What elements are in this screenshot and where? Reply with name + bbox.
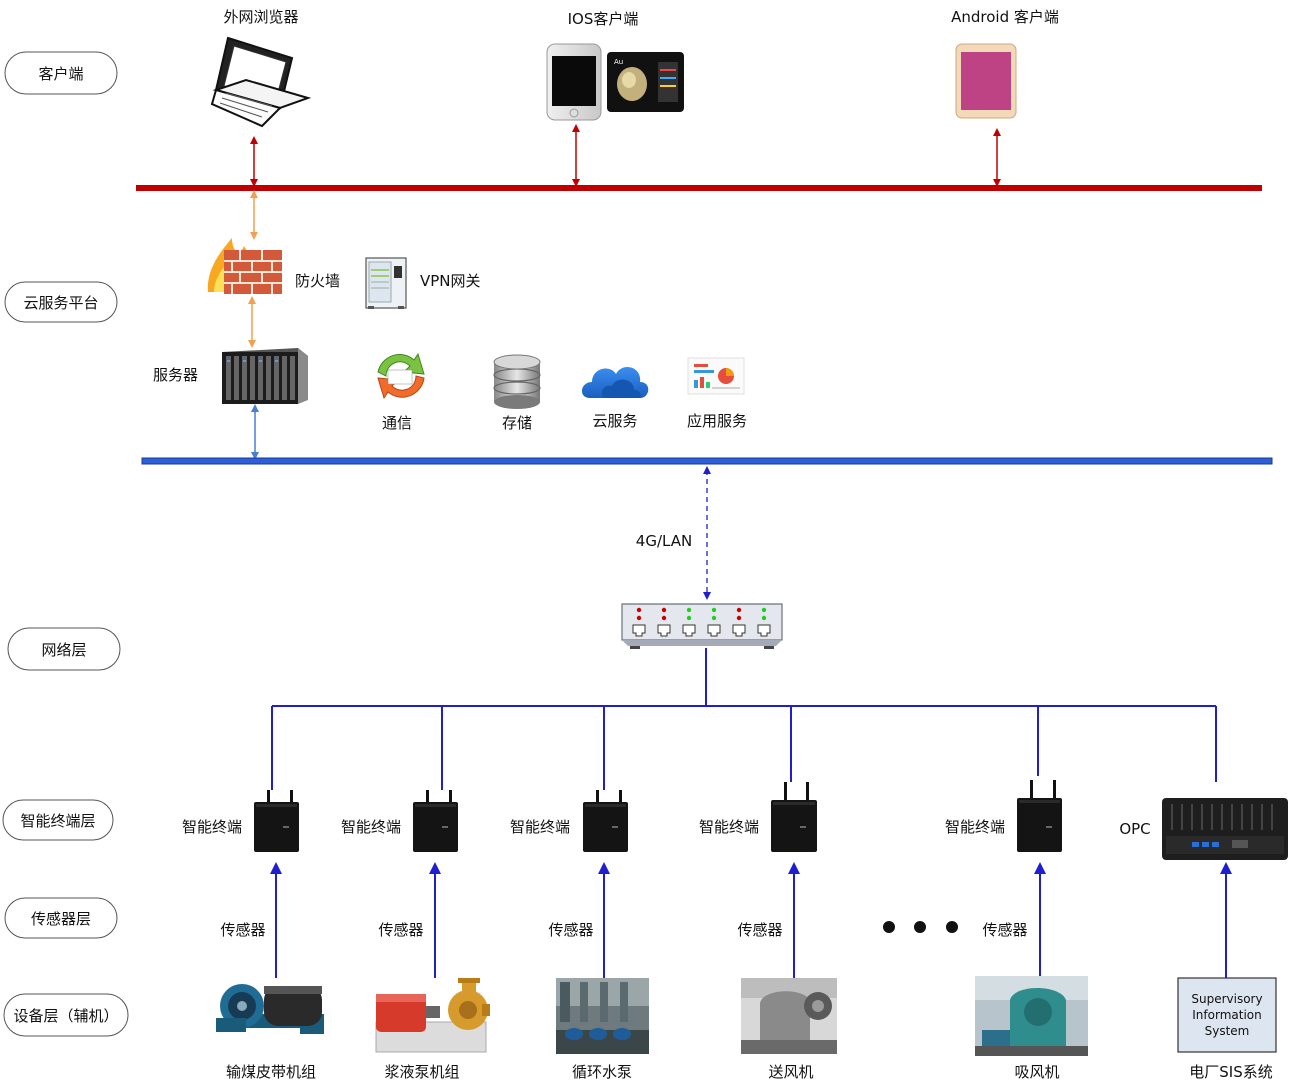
circulating-pump-image — [556, 978, 649, 1054]
sync-icon — [377, 352, 425, 400]
equipment-label: 吸风机 — [1014, 1063, 1059, 1081]
smart-terminal-5: 智能终端 — [945, 780, 1062, 852]
sensor-arrows — [270, 862, 1232, 978]
terminal-label: 智能终端 — [945, 818, 1005, 836]
database-icon — [493, 354, 541, 409]
service-label-communication: 通信 — [382, 414, 412, 432]
layer-label-equipment: 设备层（辅机） — [13, 1007, 118, 1025]
network-switch-icon — [621, 603, 783, 649]
cloud-icon — [581, 367, 649, 398]
sensor-label: 传感器 — [378, 921, 423, 939]
layer-label-client: 客户端 — [38, 65, 83, 83]
server-label: 服务器 — [153, 366, 198, 384]
vpn-label: VPN网关 — [420, 272, 481, 290]
layer-label-network: 网络层 — [41, 641, 86, 659]
smart-terminal-2: 智能终端 — [341, 790, 458, 852]
terminal-label: 智能终端 — [341, 818, 401, 836]
smart-terminal-1: 智能终端 — [182, 790, 299, 852]
smart-terminal-icon — [254, 790, 299, 852]
firewall-label: 防火墙 — [295, 272, 340, 290]
link-label-4g-lan: 4G/LAN — [636, 532, 692, 550]
firewall-icon — [207, 238, 282, 294]
layer-pill-terminal: 智能终端层 — [2, 799, 114, 841]
smart-terminal-icon — [413, 790, 458, 852]
smart-terminal-icon — [583, 790, 628, 852]
terminal-label: 智能终端 — [699, 818, 759, 836]
network-tree — [271, 648, 1217, 790]
service-label-cloud: 云服务 — [592, 412, 637, 430]
smart-terminal-icon — [771, 782, 817, 852]
ellipsis-dots — [883, 921, 958, 933]
terminal-label: 智能终端 — [182, 818, 242, 836]
client-label-android: Android 客户端 — [951, 8, 1059, 26]
cloud-bus-line — [141, 457, 1273, 465]
sensor-label: 传感器 — [220, 921, 265, 939]
client-label-ios: IOS客户端 — [568, 10, 639, 28]
sis-box-line2: Information — [1192, 1008, 1261, 1022]
sis-box-line1: Supervisory — [1191, 992, 1262, 1006]
client-label-browser: 外网浏览器 — [223, 8, 298, 26]
equipment-label: 输煤皮带机组 — [226, 1063, 316, 1081]
app-service-icon — [687, 357, 745, 395]
opc-label: OPC — [1119, 820, 1150, 838]
sensor-label: 传感器 — [982, 921, 1027, 939]
sensor-label: 传感器 — [548, 921, 593, 939]
tablet-icon: Au — [607, 52, 684, 112]
layer-pill-client: 客户端 — [4, 51, 118, 95]
layer-pill-cloud: 云服务平台 — [4, 281, 118, 323]
coal-belt-conveyor-image — [216, 984, 324, 1034]
sis-label: 电厂SIS系统 — [1189, 1063, 1272, 1081]
smart-terminal-icon — [1017, 780, 1062, 852]
layer-label-cloud: 云服务平台 — [23, 294, 98, 312]
layer-pill-network: 网络层 — [7, 627, 121, 671]
android-phone-icon — [955, 43, 1017, 119]
layer-pill-equipment: 设备层（辅机） — [3, 993, 129, 1037]
layer-pill-sensor: 传感器层 — [4, 897, 118, 939]
smart-terminal-4: 智能终端 — [699, 782, 817, 852]
terminal-label: 智能终端 — [510, 818, 570, 836]
opc-box-icon — [1162, 798, 1288, 860]
equipment-label: 送风机 — [768, 1063, 813, 1081]
svg-text:Au: Au — [614, 58, 623, 66]
service-label-application: 应用服务 — [687, 412, 747, 430]
forced-draft-fan-image — [741, 978, 837, 1054]
laptop-icon — [210, 36, 312, 128]
sis-box: Supervisory Information System — [1177, 977, 1277, 1053]
induced-draft-fan-image — [975, 976, 1088, 1056]
server-rack-icon — [222, 348, 308, 404]
sis-box-line3: System — [1205, 1024, 1250, 1038]
layer-label-terminal: 智能终端层 — [20, 812, 95, 830]
equipment-label: 浆液泵机组 — [384, 1063, 459, 1081]
smart-terminal-3: 智能终端 — [510, 790, 628, 852]
sensor-label: 传感器 — [737, 921, 782, 939]
service-label-storage: 存储 — [502, 414, 532, 432]
slurry-pump-image — [375, 978, 490, 1053]
iphone-icon — [546, 43, 602, 121]
equipment-label: 循环水泵 — [572, 1063, 632, 1081]
layer-label-sensor: 传感器层 — [31, 910, 91, 928]
vpn-gateway-icon — [365, 257, 407, 309]
